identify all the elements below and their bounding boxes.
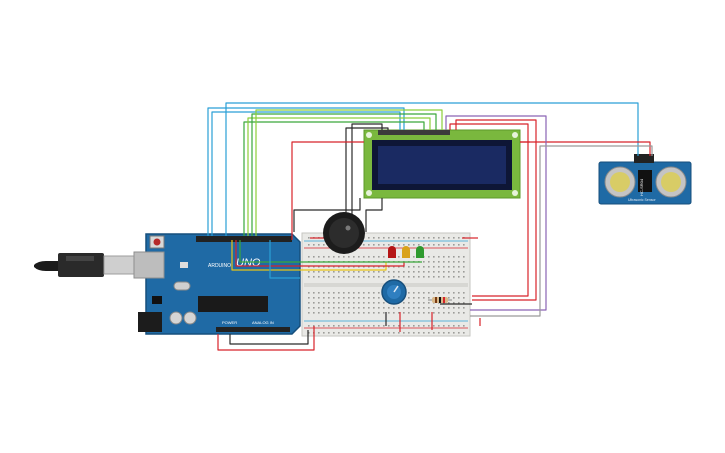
power-label: POWER: [222, 320, 237, 325]
wire-bundle: [207, 102, 653, 351]
wire-purple[interactable]: [445, 115, 547, 311]
lcd-screen: [378, 146, 506, 184]
wire-red-bottom[interactable]: [217, 326, 315, 351]
resistor[interactable]: [428, 297, 452, 303]
led-green[interactable]: [416, 246, 424, 258]
wire-blue-trig[interactable]: [207, 107, 405, 236]
led-yellow[interactable]: [402, 246, 410, 258]
wire-blue-echo[interactable]: [225, 102, 639, 236]
wire-green-lcd-1[interactable]: [243, 121, 425, 236]
sensor-label: HC-SR04: [639, 178, 644, 196]
potentiometer-icon[interactable]: [381, 279, 407, 305]
ultrasonic-sensor[interactable]: HC-SR04 Ultrasonic Sensor: [598, 154, 692, 205]
lcd-display[interactable]: [363, 129, 521, 199]
analog-label: ANALOG IN: [252, 320, 274, 325]
piezo-buzzer-icon[interactable]: [323, 212, 365, 254]
atmega-chip: [198, 296, 268, 312]
power-jack: [138, 312, 162, 332]
arduino-uno-board[interactable]: ARDUINO UNO POWER ANALOG IN: [133, 233, 301, 335]
sensor-sublabel: Ultrasonic Sensor: [628, 198, 656, 202]
wire-red-5v[interactable]: [291, 141, 364, 240]
wire-black-lcd[interactable]: [345, 127, 389, 232]
arduino-logo-text: ARDUINO: [208, 263, 231, 269]
led-red[interactable]: [388, 246, 396, 258]
